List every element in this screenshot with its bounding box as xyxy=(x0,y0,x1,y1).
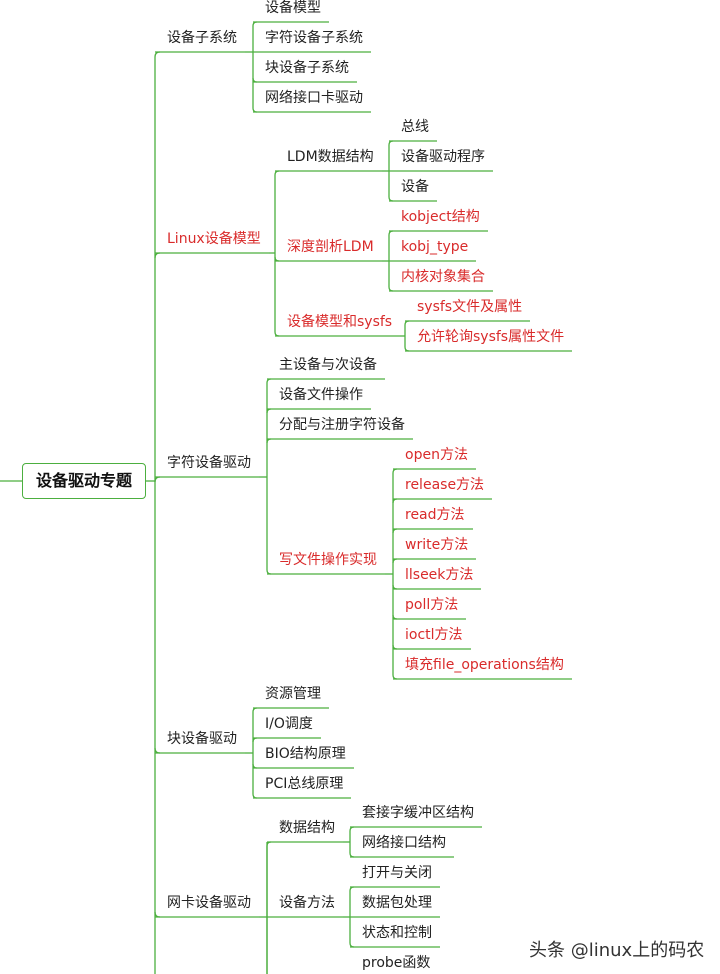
node-status-control[interactable]: 状态和控制 xyxy=(362,925,432,941)
node-kobject[interactable]: kobject结构 xyxy=(401,209,480,225)
root-elbow-3 xyxy=(154,747,161,754)
node-pci-bus[interactable]: PCI总线原理 xyxy=(265,776,344,792)
node-char-device-subsystem[interactable]: 字符设备子系统 xyxy=(265,30,363,46)
node-device-model-sysfs[interactable]: 设备模型和sysfs xyxy=(287,314,393,330)
node-write-method[interactable]: write方法 xyxy=(405,537,469,553)
node-release-method[interactable]: release方法 xyxy=(405,477,485,493)
node-read-method[interactable]: read方法 xyxy=(405,507,465,523)
node-device-driver[interactable]: 设备驱动程序 xyxy=(401,149,485,165)
node-ldm-deep-dive[interactable]: 深度剖析LDM xyxy=(287,239,374,255)
node-open-method[interactable]: open方法 xyxy=(405,447,468,463)
node-device-model[interactable]: 设备模型 xyxy=(265,0,321,16)
node-probe-function[interactable]: probe函数 xyxy=(362,955,431,971)
node-nic-driver[interactable]: 网络接口卡驱动 xyxy=(265,90,363,106)
node-ioctl-method[interactable]: ioctl方法 xyxy=(405,627,463,643)
node-packet-processing[interactable]: 数据包处理 xyxy=(362,895,432,911)
node-major-minor[interactable]: 主设备与次设备 xyxy=(279,357,377,373)
node-ldm-data-structures[interactable]: LDM数据结构 xyxy=(287,149,374,165)
node-llseek-method[interactable]: llseek方法 xyxy=(405,567,474,583)
node-resource-management[interactable]: 资源管理 xyxy=(265,686,321,702)
root-elbow-4 xyxy=(154,911,161,918)
root-elbow-1 xyxy=(154,252,161,259)
node-device-file-ops[interactable]: 设备文件操作 xyxy=(279,387,363,403)
node-kobj-type[interactable]: kobj_type xyxy=(401,239,469,255)
node-io-scheduling[interactable]: I/O调度 xyxy=(265,716,313,732)
node-device[interactable]: 设备 xyxy=(401,179,429,195)
branch-device-subsystem[interactable]: 设备子系统 xyxy=(167,30,237,46)
node-nic-data-structures[interactable]: 数据结构 xyxy=(279,820,335,836)
node-alloc-register-chrdev[interactable]: 分配与注册字符设备 xyxy=(279,417,405,433)
root-elbow-0 xyxy=(154,51,161,58)
root-elbow-2 xyxy=(154,476,161,483)
node-bio-structure[interactable]: BIO结构原理 xyxy=(265,746,346,762)
watermark-text: 头条 @linux上的码农 xyxy=(529,940,705,961)
node-sk-buff[interactable]: 套接字缓冲区结构 xyxy=(362,805,474,821)
branch-block-device-driver[interactable]: 块设备驱动 xyxy=(167,731,237,747)
node-device-methods[interactable]: 设备方法 xyxy=(279,895,335,911)
branch-char-device-driver[interactable]: 字符设备驱动 xyxy=(167,455,251,471)
branch-linux-device-model[interactable]: Linux设备模型 xyxy=(167,231,261,247)
node-fill-file-operations[interactable]: 填充file_operations结构 xyxy=(405,657,564,673)
branch-nic-device-driver[interactable]: 网卡设备驱动 xyxy=(167,895,251,911)
node-net-device[interactable]: 网络接口结构 xyxy=(362,835,446,851)
node-poll-sysfs-attributes[interactable]: 允许轮询sysfs属性文件 xyxy=(417,329,565,345)
node-block-device-subsystem[interactable]: 块设备子系统 xyxy=(265,60,349,76)
node-kset[interactable]: 内核对象集合 xyxy=(401,269,485,285)
root-node[interactable]: 设备驱动专题 xyxy=(22,463,146,499)
node-bus[interactable]: 总线 xyxy=(401,119,429,135)
node-poll-method[interactable]: poll方法 xyxy=(405,597,459,613)
node-open-close[interactable]: 打开与关闭 xyxy=(362,865,432,881)
node-file-ops-impl[interactable]: 写文件操作实现 xyxy=(279,552,377,568)
node-sysfs-files-attributes[interactable]: sysfs文件及属性 xyxy=(417,299,523,315)
